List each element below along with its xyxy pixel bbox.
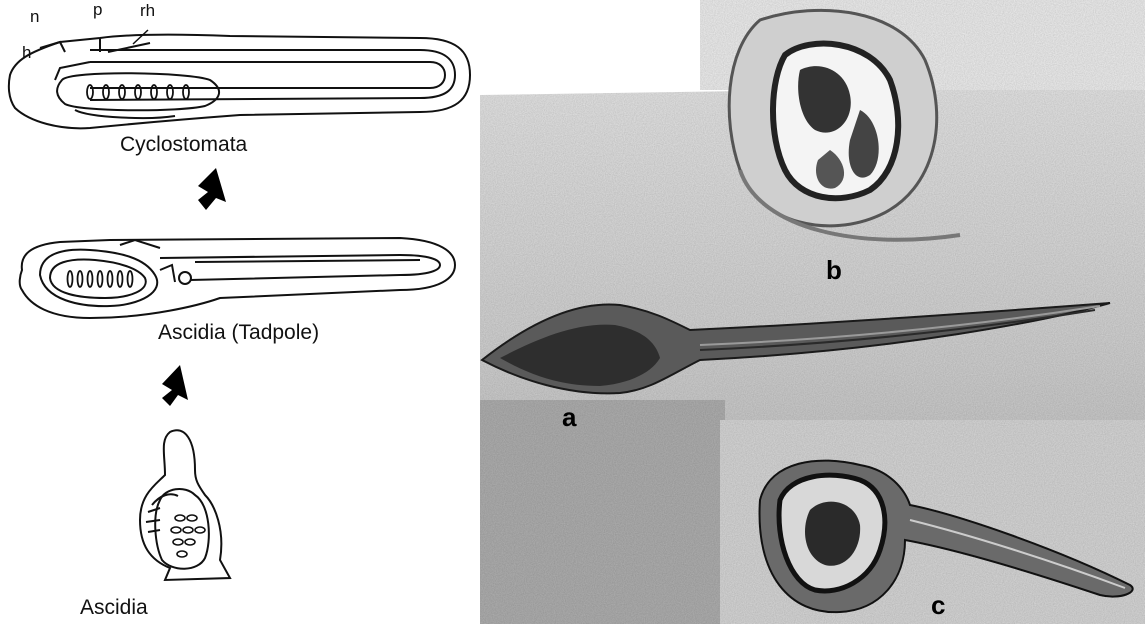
caption-cyclostomata: Cyclostomata bbox=[120, 133, 247, 157]
label-rh: rh bbox=[140, 1, 155, 21]
photo-label-b: b bbox=[826, 255, 842, 286]
cyclostomata-drawing bbox=[9, 35, 470, 129]
label-h: h bbox=[22, 43, 31, 63]
caption-ascidia-tadpole: Ascidia (Tadpole) bbox=[158, 321, 319, 345]
label-p: p bbox=[93, 0, 102, 20]
photo-label-c: c bbox=[931, 590, 945, 621]
arrow-icon bbox=[162, 365, 188, 406]
caption-ascidia: Ascidia bbox=[80, 596, 148, 620]
ascidia-adult-drawing bbox=[140, 430, 230, 580]
rh-pointer-line bbox=[133, 30, 148, 44]
arrow-icon bbox=[198, 168, 226, 210]
label-n: n bbox=[30, 7, 39, 27]
ascidia-tadpole-drawing bbox=[20, 238, 455, 318]
photo-label-a: a bbox=[562, 402, 576, 433]
